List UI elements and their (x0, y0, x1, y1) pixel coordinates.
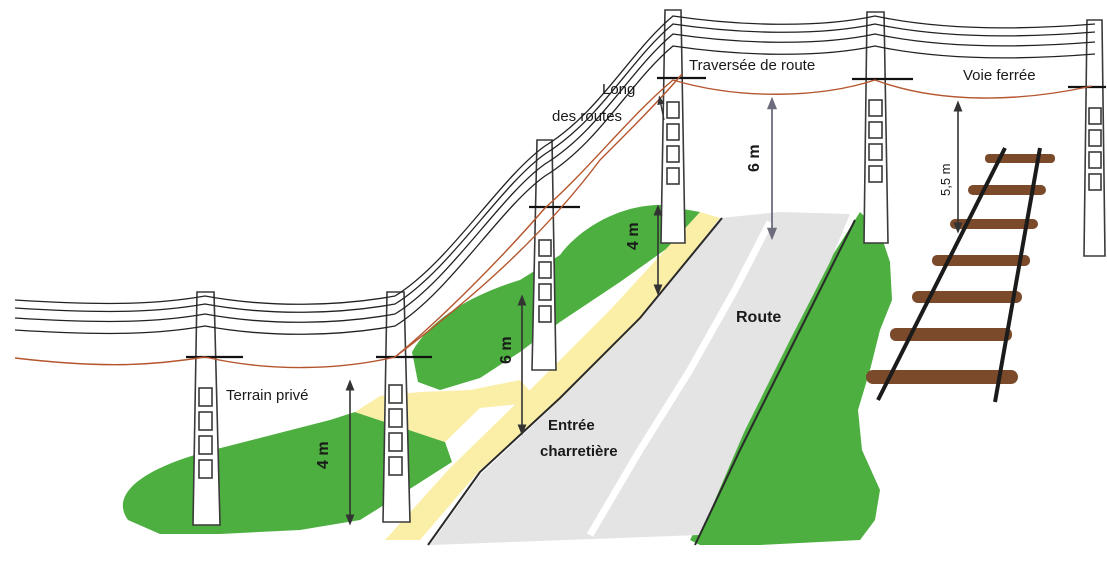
sleeper (950, 219, 1038, 229)
wire (14, 45, 1096, 335)
wire (14, 23, 1096, 313)
clearance-terrain-prive: 4 m (315, 441, 332, 469)
sleeper (890, 328, 1012, 341)
clearance-arrows (345, 95, 963, 526)
label-terrain-prive: Terrain privé (226, 387, 309, 404)
wire (14, 15, 1096, 305)
label-entree-line2: charretière (540, 443, 618, 460)
road-shoulder (385, 212, 720, 540)
pole-5 (852, 11, 913, 244)
label-voie-ferree: Voie ferrée (963, 67, 1036, 84)
road-right-edge-line (694, 219, 856, 546)
pole-4 (657, 9, 706, 244)
pole-1 (186, 291, 243, 526)
clearance-traversee-de-route: 6 m (746, 144, 763, 172)
road-center-line (586, 220, 774, 537)
wire (14, 33, 1096, 323)
sleeper (912, 291, 1022, 303)
arrow-long-des-routes-pointer (657, 95, 665, 121)
sleeper (932, 255, 1030, 266)
overhead-wires (14, 15, 1096, 335)
pole-3 (529, 139, 580, 371)
rail-right (993, 147, 1042, 403)
road-left-edge-line (427, 217, 723, 546)
sleeper (866, 370, 1018, 384)
clearance-entree-charretiere: 6 m (498, 336, 515, 364)
label-entree-line1: Entrée (548, 417, 595, 434)
pole-6 (1068, 19, 1106, 257)
railway (866, 147, 1055, 403)
label-route: Route (736, 309, 781, 326)
label-long-des-routes-line2: des routes (552, 108, 622, 125)
road-surface (430, 212, 850, 545)
sleeper (968, 185, 1046, 195)
service-cable (14, 73, 1093, 369)
rail-sleepers (866, 154, 1055, 384)
road-layer (427, 212, 856, 546)
sleeper (985, 154, 1055, 163)
label-long-des-routes-line1: Long (602, 81, 635, 98)
grass-right (690, 212, 892, 545)
poles (186, 9, 1106, 526)
clearance-long-des-routes: 4 m (625, 222, 642, 250)
label-traversee-de-route: Traversée de route (689, 57, 815, 74)
labels: Terrain privé Long des routes Traversée … (226, 57, 1036, 469)
clearance-voie-ferree: 5,5 m (938, 163, 953, 196)
grass-middle (412, 205, 700, 390)
rail-left (876, 147, 1007, 401)
